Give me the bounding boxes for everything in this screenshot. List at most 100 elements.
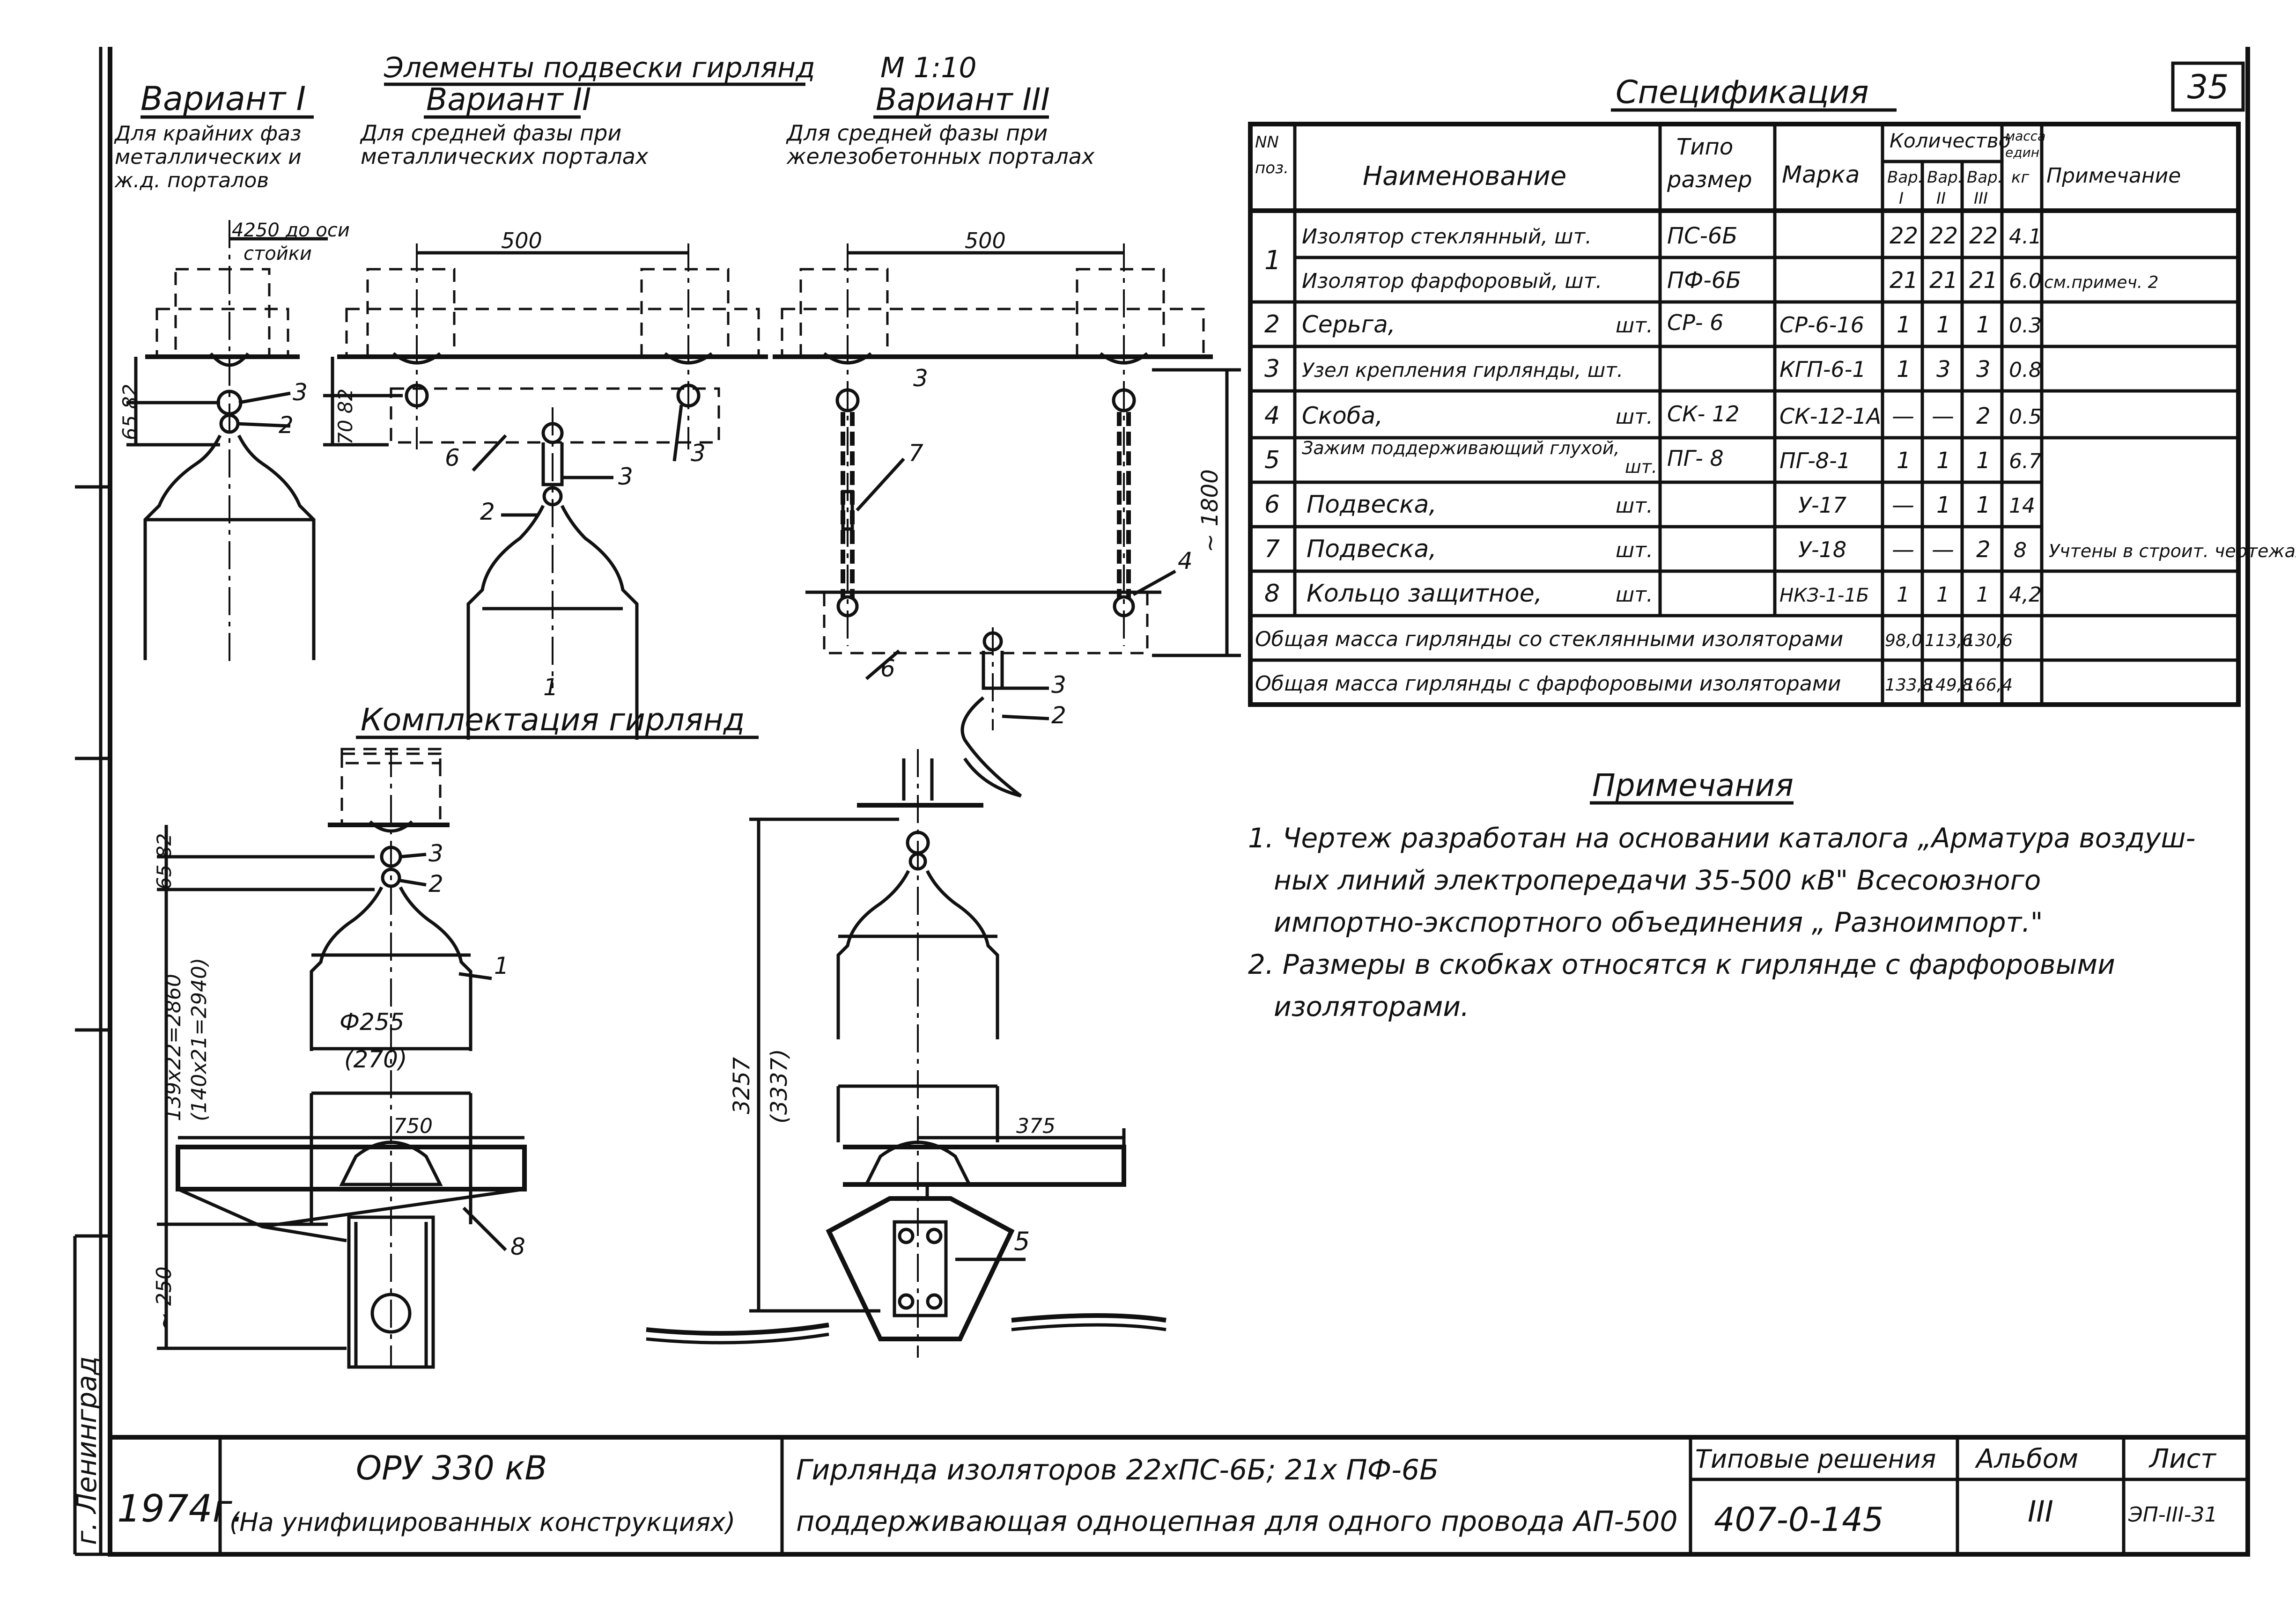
v1-offset-dim-2: стойки	[244, 243, 312, 265]
sheet-label: Лист	[2148, 1444, 2216, 1474]
k1-len-dim: 139х22=2860	[162, 974, 185, 1121]
variant2-desc-2: металлических порталах	[361, 144, 649, 169]
hdr-name: Наименование	[1363, 161, 1566, 191]
variant1-drawing	[126, 220, 328, 665]
variant3-drawing	[773, 243, 1241, 798]
row2-mark: СР-6-16	[1779, 312, 1864, 338]
row1b-type: ПФ-6Б	[1667, 267, 1741, 294]
row2-v1: 1	[1897, 312, 1911, 338]
hdr-mass-2: един.	[2005, 145, 2044, 160]
series-label: Типовые решения	[1695, 1444, 1936, 1474]
v1-offset-dim: 4250 до оси	[232, 220, 350, 241]
hdr-var2-1: Вар.	[1927, 168, 1963, 187]
note-line-4: 2. Размеры в скобках относятся к гирлянд…	[1248, 949, 2115, 980]
v3-height-dim: ~ 1800	[1197, 469, 1223, 552]
k1-dia-dim-2: (270)	[344, 1046, 407, 1073]
k2-height-dim: 3257	[729, 1057, 755, 1114]
sheet-number: 35	[2187, 68, 2229, 106]
suspension-title: Элементы подвески гирлянд	[384, 51, 815, 84]
row2-unit: шт.	[1616, 314, 1653, 338]
row6-mass: 14	[2009, 494, 2035, 518]
row2-mass: 0.3	[2009, 314, 2042, 338]
row5-v2: 1	[1936, 448, 1951, 474]
hdr-note: Примечание	[2046, 164, 2181, 188]
row5-v3: 1	[1976, 448, 1991, 474]
hdr-var2-2: II	[1936, 189, 1946, 208]
row7-mark: У-18	[1798, 537, 1846, 562]
variant1-desc-1: Для крайних фаз	[114, 122, 301, 146]
row1b-name: Изолятор фарфоровый, шт.	[1302, 269, 1602, 293]
variant3-desc-1: Для средней фазы при	[786, 120, 1048, 146]
row1-v2: 22	[1929, 223, 1958, 249]
row3-v2: 3	[1936, 356, 1951, 382]
series-number: 407-0-145	[1714, 1500, 1883, 1539]
note-line-1: 1. Чертеж разработан на основании катало…	[1248, 822, 2195, 854]
sheet-frame	[73, 47, 2250, 1557]
row2-name: Серьга,	[1302, 311, 1395, 338]
row1b-mass: 6.0	[2009, 269, 2042, 293]
spec-title: Спецификация	[1616, 74, 1869, 111]
v3-callout-3: 3	[913, 365, 928, 392]
hdr-type-2: размер	[1667, 167, 1752, 193]
v1-callout-2: 2	[279, 412, 294, 439]
assembly-left-drawing	[157, 748, 527, 1369]
k2-callout-5: 5	[1014, 1227, 1030, 1256]
v1-vert-dim: 65 82	[118, 384, 141, 440]
hdr-mass-1: масса	[2005, 128, 2045, 144]
v1-callout-3: 3	[293, 379, 308, 406]
k1-callout-1: 1	[494, 952, 509, 979]
notes-title: Примечания	[1592, 767, 1794, 803]
row4-v1: —	[1892, 403, 1914, 429]
note-line-3: импортно-экспортного объединения „ Разно…	[1274, 906, 2043, 938]
row1b-v3: 21	[1969, 267, 1998, 294]
total-glass-v3: 130,6	[1964, 631, 2013, 650]
row6-v1: —	[1892, 492, 1914, 518]
row7-v3: 2	[1976, 537, 1991, 563]
assembly-right-drawing	[646, 749, 1166, 1358]
sheet-code: ЭП-III-31	[2128, 1503, 2217, 1527]
v2-vert-dim: 70 82	[334, 389, 357, 445]
row5-type: ПГ- 8	[1667, 446, 1724, 471]
row1-v1: 22	[1890, 223, 1918, 249]
k1-vert-dim: 65 82	[153, 833, 176, 890]
note-line-2: ных линий электропередачи 35-500 кВ" Все…	[1274, 864, 2041, 896]
row6-unit: шт.	[1616, 494, 1653, 518]
year: 1974г.	[117, 1487, 244, 1530]
desc-line-2: поддерживающая одноцепная для одного про…	[796, 1505, 1678, 1538]
row6-note: Учтены в строит. чертежах	[2049, 541, 2296, 561]
total-porc-v1: 133,8	[1885, 676, 1933, 695]
row8-mark: НКЗ-1-1Б	[1779, 585, 1869, 606]
row7-v1: —	[1892, 537, 1914, 563]
spec-table-grid	[1248, 122, 2241, 707]
row6-v2: 1	[1936, 492, 1951, 518]
row7-mass: 8	[2014, 538, 2027, 562]
row8-name: Кольцо защитное,	[1307, 580, 1542, 608]
row4-mass: 0.5	[2009, 405, 2042, 429]
variant2-name: Вариант II	[426, 81, 591, 118]
row7-name: Подвеска,	[1307, 535, 1437, 563]
hdr-type-1: Типо	[1676, 134, 1733, 160]
variant1-desc-3: ж.д. порталов	[114, 169, 269, 192]
hdr-mass-3: кг	[2011, 168, 2030, 187]
row6-pos: 6	[1264, 491, 1280, 519]
row5-mass: 6.7	[2009, 449, 2042, 473]
row5-name: Зажим поддерживающий глухой,	[1302, 438, 1620, 458]
row4-unit: шт.	[1616, 405, 1653, 429]
v2-callout-1: 1	[543, 674, 558, 701]
desc-line-1: Гирлянда изоляторов 22хПС-6Б; 21х ПФ-6Б	[796, 1454, 1439, 1486]
row1-name: Изолятор стеклянный, шт.	[1302, 225, 1592, 249]
note-line-5: изоляторами.	[1274, 991, 1469, 1022]
v3-callout-3b: 3	[1051, 671, 1066, 699]
row7-pos: 7	[1264, 535, 1280, 563]
hdr-mark: Марка	[1782, 161, 1860, 188]
v2-callout-3a: 3	[691, 440, 706, 467]
row2-pos: 2	[1264, 310, 1280, 338]
k1-callout-3: 3	[428, 840, 443, 867]
k1-callout-2: 2	[428, 870, 443, 897]
row4-v3: 2	[1976, 403, 1991, 429]
hdr-var3-2: III	[1974, 189, 1988, 208]
hdr-qty: Количество	[1890, 129, 2010, 152]
hdr-nn-2: поз.	[1255, 159, 1289, 177]
row1b-note: см.примеч. 2	[2044, 273, 2159, 292]
total-porc-label: Общая масса гирлянды с фарфоровыми изоля…	[1255, 672, 1841, 696]
